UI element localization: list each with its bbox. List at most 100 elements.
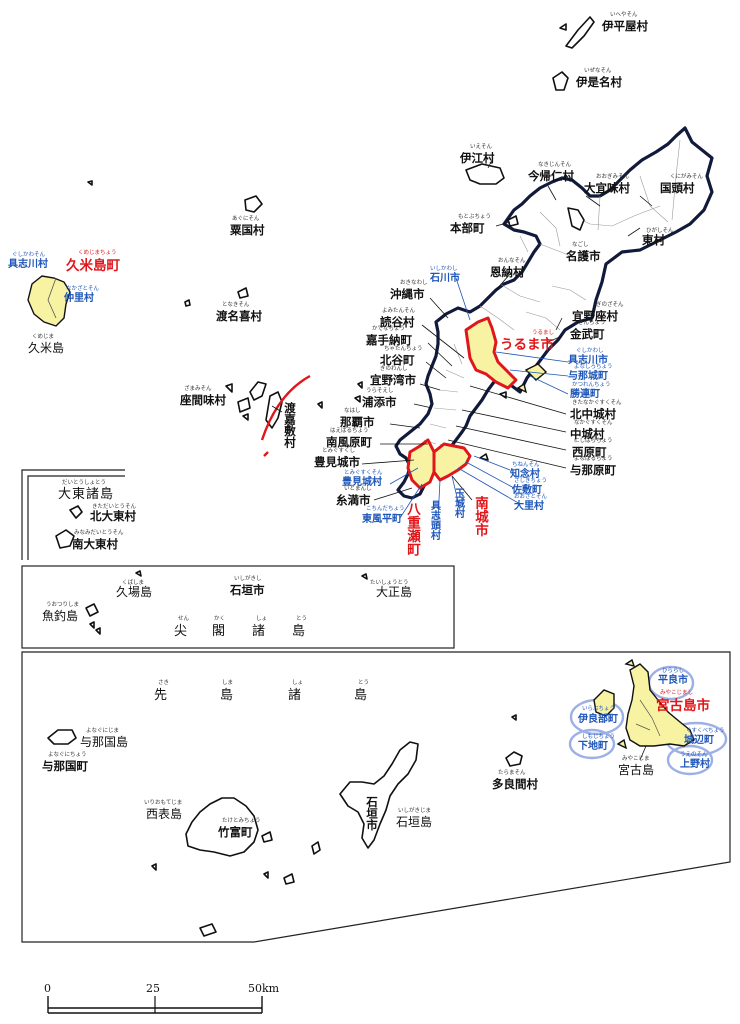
taketomi-islet-1 xyxy=(261,831,273,843)
minna-island-shape xyxy=(507,215,519,227)
miyako-island-ruby: みやこじま xyxy=(622,754,650,762)
senkaku-islet-1 xyxy=(89,621,95,629)
yonaguni-town-ruby: よなぐにちょう xyxy=(48,751,87,758)
yomitan-ruby: よみたんそん xyxy=(382,307,416,314)
chinen-old-label: 知念村 xyxy=(509,467,540,480)
senkaku-char-2: 閣 xyxy=(212,624,226,639)
sakishima-char-1: 先 xyxy=(154,688,168,703)
sashiki-old-label: 佐敷町 xyxy=(511,483,542,496)
kumejima-island-ruby: くめじま xyxy=(32,333,54,340)
tonaki-islet-2 xyxy=(87,180,93,186)
kitadaito-label: 北大東村 xyxy=(90,509,136,523)
ishigaki-island-shape xyxy=(339,741,419,849)
ginowan-ruby: ぎのわんし xyxy=(380,364,408,372)
zamami-island-1 xyxy=(249,381,267,401)
onna-label: 恩納村 xyxy=(490,265,525,279)
yonaguni-island-ruby: よなぐにじま xyxy=(86,727,119,734)
motobu-peninsula-island xyxy=(567,207,585,231)
kurima-island-shape xyxy=(616,738,628,750)
nakagusuku-ruby: なかぐすくそん xyxy=(574,419,613,426)
daito-inset-frame xyxy=(21,469,125,560)
taketomi-islet-2 xyxy=(283,873,295,885)
nakagusuku-label: 中城村 xyxy=(570,427,605,441)
uruma-islet-2 xyxy=(516,382,528,394)
miyako-island-shape xyxy=(625,663,695,747)
uotsuri-ruby: うおつりしま xyxy=(46,601,79,608)
zamami-ruby: ざまみそん xyxy=(184,384,212,392)
ikema-island-shape xyxy=(624,658,636,667)
motobu-label: 本部町 xyxy=(450,221,485,235)
senkaku-ishigaki-ruby: いしがきし xyxy=(234,574,262,582)
haebaru-ruby: はえばるちょう xyxy=(330,426,369,434)
senkaku-char-1: 尖 xyxy=(174,624,188,639)
ie-label: 伊江村 xyxy=(459,151,495,165)
minamidaito-ruby: みなみだいとうそん xyxy=(74,529,124,536)
kadena-label: 嘉手納町 xyxy=(365,333,412,347)
tonaki-ruby: となきそん xyxy=(222,301,250,308)
itoman-label: 糸満市 xyxy=(336,493,371,507)
sakishima-ruby-1: さき xyxy=(158,679,169,686)
sakishima-ruby-2: しま xyxy=(222,679,233,686)
yonashiro-old-ruby: よなしろちょう xyxy=(574,363,613,370)
sakishima-char-4: 島 xyxy=(354,688,368,703)
kudaka-island-shape xyxy=(479,453,489,461)
tomigusuku-label: 豊見城市 xyxy=(314,455,360,469)
kadena-ruby: かでなちょう xyxy=(372,325,405,332)
kunigami-ruby: くにがみそん xyxy=(670,172,703,180)
chatan-ruby: ちゃたんちょう xyxy=(384,345,423,352)
chatan-label: 北谷町 xyxy=(380,353,415,367)
ginoza-ruby: ぎのざそん xyxy=(596,300,624,308)
ueno-old-label: 上野村 xyxy=(680,757,710,770)
iriomote-island-shape xyxy=(185,797,259,857)
miyako-boundaries xyxy=(635,699,661,737)
sakishima-char-2: 島 xyxy=(220,688,234,703)
nanjo-label: 南城市 xyxy=(472,495,489,538)
scale-tick-25: 25 xyxy=(146,982,160,995)
tarama-ruby: たらまそん xyxy=(498,769,526,776)
kin-label: 金武町 xyxy=(569,327,605,341)
aguni-island-shape xyxy=(244,195,263,213)
tamagusuku-old-vertical: 玉城村 xyxy=(453,488,465,519)
ishigaki-city-label: 石垣市 xyxy=(365,796,379,831)
senkaku-inset-frame xyxy=(21,565,455,649)
senkaku-islet-2 xyxy=(95,627,101,635)
kuba-island-shape xyxy=(135,570,142,577)
tomigusuku-ruby: とみぐすくし xyxy=(322,447,355,454)
senkaku-ruby-1: せん xyxy=(178,615,190,622)
katsuren-old-label: 勝連町 xyxy=(570,387,600,400)
kuba-label: 久場島 xyxy=(116,584,152,599)
sakishima-ruby-4: とう xyxy=(358,679,369,686)
shimoji-old-ruby: しもじちょう xyxy=(582,733,615,740)
ueno-old-ring xyxy=(666,744,714,776)
kitadaito-island-shape xyxy=(69,505,83,519)
sakishima-ruby-3: しょ xyxy=(292,679,303,686)
yonaguni-town-label: 与那国町 xyxy=(42,759,88,773)
hirara-old-label: 平良市 xyxy=(658,673,688,686)
senkaku-char-3: 諸 xyxy=(252,623,266,639)
taketomi-islet-3 xyxy=(263,871,269,879)
gusukube-old-label: 城辺町 xyxy=(684,733,714,746)
zamami-island-3 xyxy=(225,383,233,393)
ishigaki-city-vertical: 石垣市 xyxy=(365,796,379,831)
nakijin-ruby: なきじんそん xyxy=(538,161,572,168)
nakijin-label: 今帰仁村 xyxy=(527,169,574,183)
yonabaru-ruby: よなばるちょう xyxy=(574,454,613,462)
ogimi-label: 大宜味村 xyxy=(584,181,630,195)
kumejima-boundary xyxy=(47,277,57,319)
miyakojima-city-label: 宮古島市 xyxy=(656,697,710,714)
keise-island xyxy=(354,395,361,403)
taketomi-islet-4 xyxy=(199,923,217,937)
ueno-old-ruby: うえのそん xyxy=(680,751,708,758)
gushikawa-village-label: 具志川村 xyxy=(7,257,48,270)
tamagusuku-old-label: 玉城村 xyxy=(453,488,465,519)
uotsuri-island-shape xyxy=(85,603,99,617)
kochinda-old-label: 東風平町 xyxy=(362,512,402,525)
aguni-label: 粟国村 xyxy=(229,223,265,237)
yonashiro-old-label: 与那城町 xyxy=(568,369,608,382)
miyako-island-label: 宮古島 xyxy=(618,762,654,777)
uotsuri-label: 魚釣島 xyxy=(42,608,78,623)
noho-island-shape xyxy=(559,23,567,31)
kochinda-old-ruby: こちんだちょう xyxy=(366,505,405,512)
scale-bar: 0 25 50km xyxy=(44,982,280,1014)
